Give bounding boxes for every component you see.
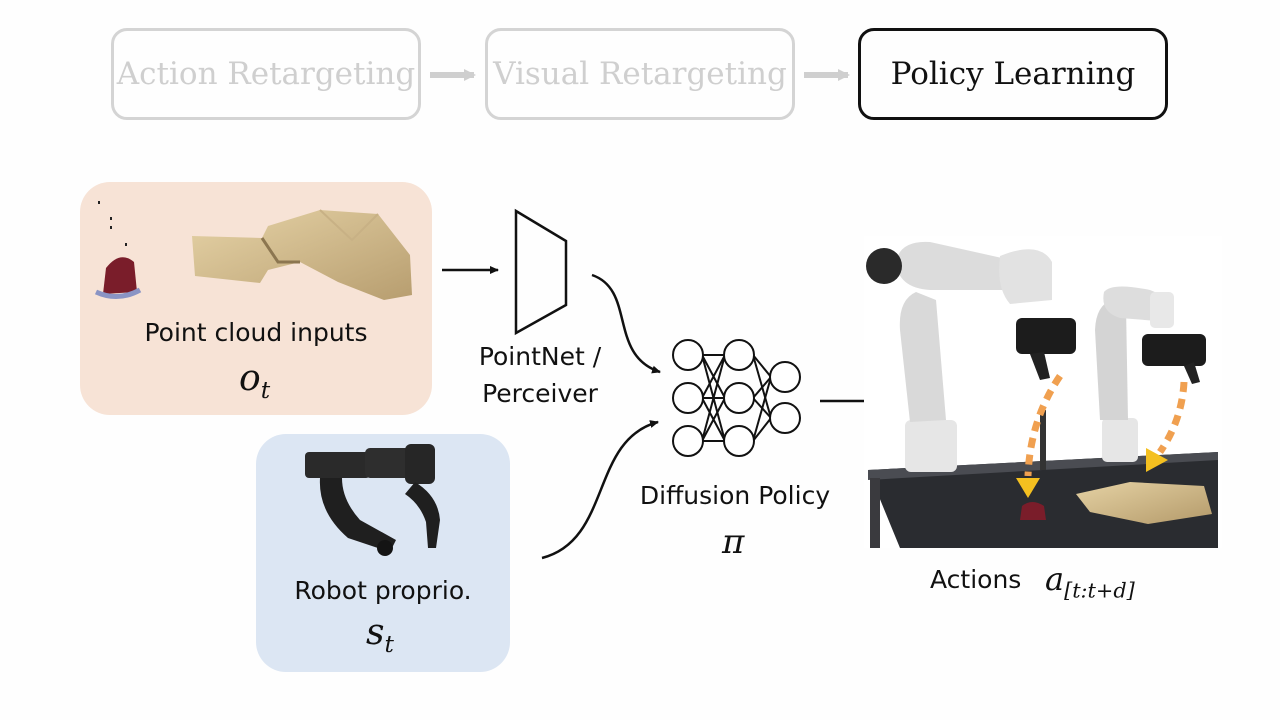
point-cloud-label: Point cloud inputs (144, 318, 368, 347)
encoder-label-line1: PointNet / (478, 342, 602, 371)
robot-hand-image (305, 444, 440, 556)
observation-letter: o (239, 358, 261, 399)
stage-label: Visual Retargeting (493, 56, 787, 92)
arrow-encoder-to-policy (591, 273, 661, 374)
observation-subscript: t (260, 376, 271, 405)
actions-letter: a (1045, 560, 1065, 598)
stage-label: Policy Learning (890, 56, 1136, 92)
arrow-proprio-to-policy (541, 420, 659, 560)
diffusion-policy-label: Diffusion Policy (639, 481, 831, 510)
stage-policy-learning: Policy Learning (858, 28, 1168, 120)
policy-symbol: π (722, 522, 745, 562)
proprio-label: Robot proprio. (294, 576, 472, 605)
encoder-trapezoid-icon (514, 208, 568, 336)
stage-visual-retargeting: Visual Retargeting (485, 28, 795, 120)
actions-label: Actions (930, 565, 1022, 594)
proprio-symbol: st (366, 612, 394, 658)
robot-arms-photo (864, 236, 1222, 548)
point-cloud-image (94, 201, 412, 300)
stage-label: Action Retargeting (116, 56, 416, 92)
stage-action-retargeting: Action Retargeting (111, 28, 421, 120)
proprio-subscript: t (384, 630, 394, 659)
encoder-label-line2: Perceiver (482, 379, 598, 408)
actions-subscript: [t:t+d] (1064, 578, 1135, 603)
neural-network-icon (672, 339, 801, 457)
observation-symbol: ot (239, 358, 270, 404)
proprio-letter: s (366, 612, 385, 653)
actions-symbol: a[t:t+d] (1045, 560, 1135, 602)
